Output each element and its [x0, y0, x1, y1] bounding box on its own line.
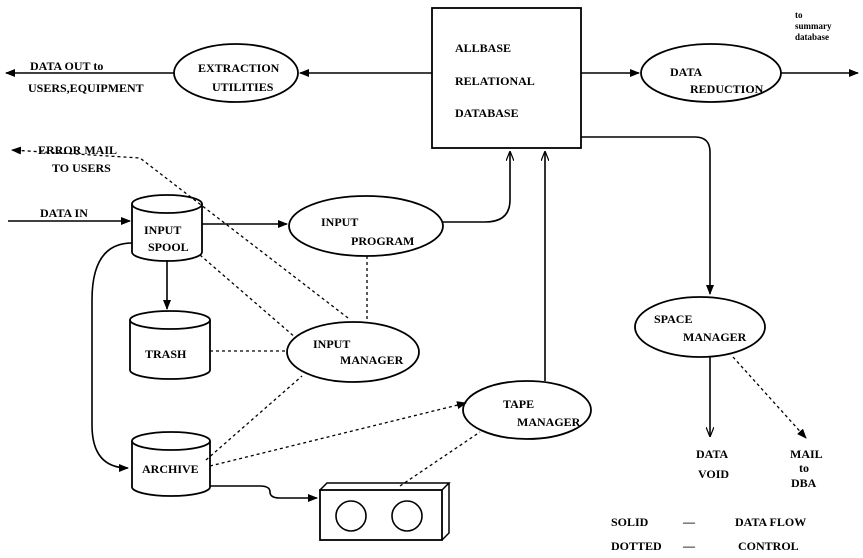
input-program-process: [288, 195, 444, 257]
legend-solid-meaning: DATA FLOW: [735, 515, 806, 529]
mail-dba-label-2: to: [799, 461, 809, 475]
archive-label: ARCHIVE: [142, 462, 199, 476]
input-spool-label-2: SPOOL: [148, 240, 189, 254]
tape-manager-label-2: MANAGER: [517, 415, 581, 429]
mail-dba-label-3: DBA: [791, 476, 817, 490]
legend: SOLID — DATA FLOW DOTTED — CONTROL: [611, 515, 806, 553]
error-mail-label-1: ERROR MAIL: [38, 143, 117, 157]
legend-solid-dash: —: [682, 515, 696, 529]
data-in-label: DATA IN: [40, 206, 88, 220]
extraction-label-2: UTILITIES: [212, 80, 274, 94]
input-program-label-1: INPUT: [321, 215, 358, 229]
tape-manager-label-1: TAPE: [503, 397, 534, 411]
trash-label: TRASH: [145, 347, 187, 361]
legend-dotted: DOTTED: [611, 539, 662, 553]
input-manager-label-2: MANAGER: [340, 353, 404, 367]
data-void-label-1: DATA: [696, 447, 729, 461]
reduction-label-2: REDUCTION: [690, 82, 764, 96]
input-manager-process: [286, 321, 420, 383]
input-spool-label-1: INPUT: [144, 223, 181, 237]
tape-manager-process: [462, 380, 592, 440]
database-box: [431, 7, 582, 149]
input-spool-store: [131, 194, 203, 262]
tape-drive-icon: [319, 482, 451, 541]
data-out-label-1: DATA OUT to: [30, 59, 103, 73]
archive-store: [131, 431, 211, 497]
input-manager-label-1: INPUT: [313, 337, 350, 351]
legend-solid: SOLID: [611, 515, 649, 529]
space-manager-label-2: MANAGER: [683, 330, 747, 344]
space-manager-process: [634, 296, 766, 358]
reduction-label-1: DATA: [670, 65, 703, 79]
trash-store: [129, 310, 211, 380]
input-program-label-2: PROGRAM: [351, 234, 414, 248]
error-mail-label-2: TO USERS: [52, 161, 111, 175]
mail-dba-label-1: MAIL: [790, 447, 823, 461]
database-label-3: DATABASE: [455, 106, 519, 120]
legend-dotted-meaning: CONTROL: [738, 539, 799, 553]
database-label-1: ALLBASE: [455, 41, 511, 55]
data-out-label-2: USERS,EQUIPMENT: [28, 81, 144, 95]
legend-dotted-dash: —: [682, 539, 696, 553]
summary-label-3: database: [795, 32, 829, 42]
summary-label-2: summary: [795, 21, 832, 31]
database-label-2: RELATIONAL: [455, 74, 535, 88]
data-void-label-2: VOID: [698, 467, 729, 481]
extraction-label-1: EXTRACTION: [198, 61, 280, 75]
summary-label-1: to: [795, 10, 803, 20]
space-manager-label-1: SPACE: [654, 312, 692, 326]
